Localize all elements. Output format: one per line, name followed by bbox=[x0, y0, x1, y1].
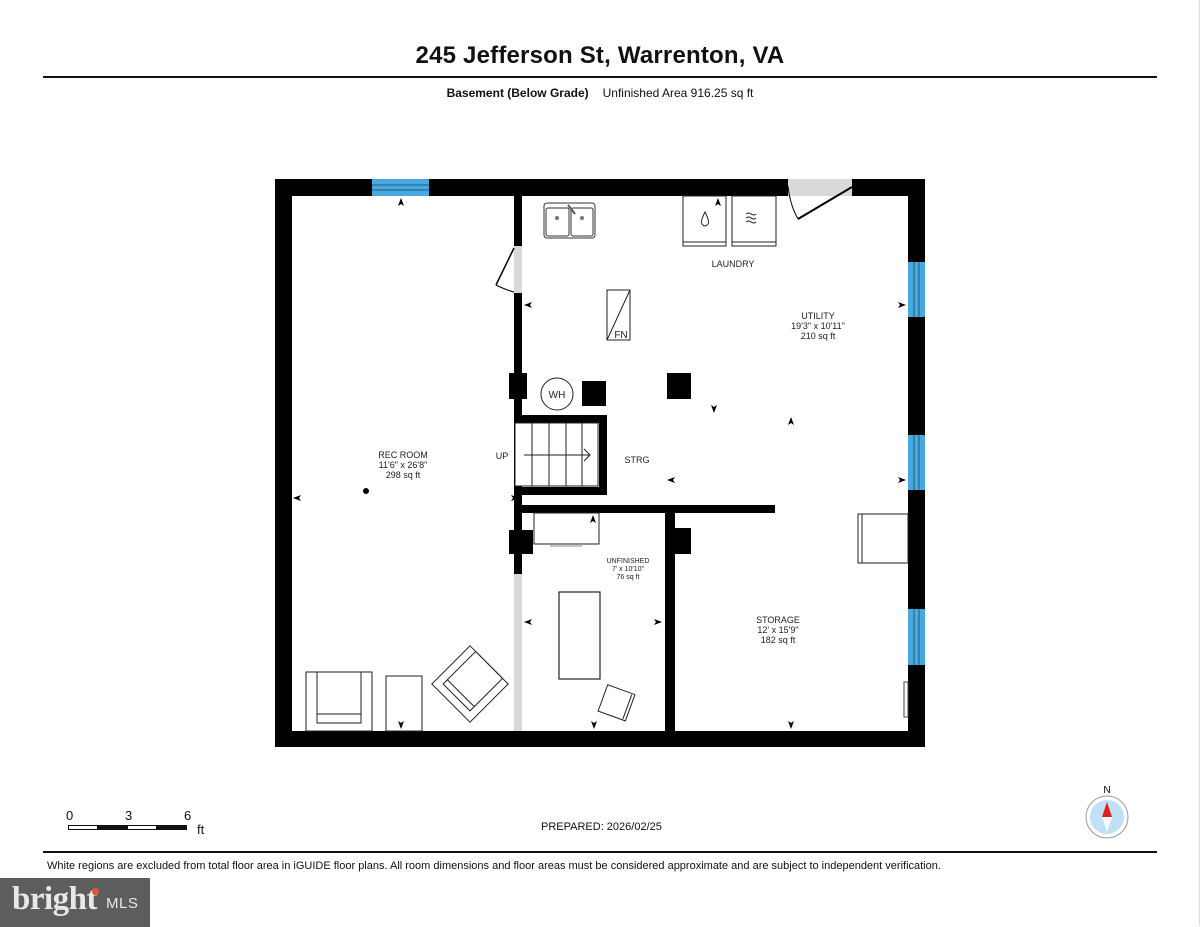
door-swing-rec-utility bbox=[495, 247, 515, 293]
opening-rec-unfinished bbox=[514, 574, 522, 731]
storage-shelf-icon bbox=[857, 513, 909, 564]
svg-text:UNFINISHED: UNFINISHED bbox=[607, 558, 650, 565]
unfinished-table-icon bbox=[558, 591, 601, 680]
scale-unit: ft bbox=[197, 822, 205, 837]
north-compass-icon: N bbox=[1085, 783, 1131, 839]
unfinished-cabinet bbox=[533, 512, 600, 547]
svg-text:11'6" x 26'8": 11'6" x 26'8" bbox=[379, 460, 428, 470]
svg-text:7' x 10'10": 7' x 10'10" bbox=[612, 566, 645, 573]
water-heater-icon bbox=[540, 377, 574, 411]
brand-name: bright bbox=[12, 881, 98, 917]
scale-segment bbox=[156, 825, 187, 830]
property-address-title: 245 Jefferson St, Warrenton, VA bbox=[415, 42, 785, 69]
door-rec-utility bbox=[514, 246, 522, 293]
side-table-icon bbox=[385, 675, 423, 732]
room-label-utility: UTILITY 19'3" x 10'11" 210 sq ft bbox=[791, 311, 845, 341]
prepared-date: PREPARED: 2026/02/25 bbox=[541, 821, 662, 833]
scale-tick-0: 0 bbox=[66, 808, 74, 823]
svg-text:210 sq ft: 210 sq ft bbox=[801, 331, 836, 341]
window-right-utility bbox=[908, 262, 925, 317]
rotated-armchair-icon bbox=[431, 645, 509, 723]
washer-icon bbox=[682, 195, 727, 247]
furnace-icon bbox=[606, 289, 631, 341]
outer-walls bbox=[275, 179, 925, 747]
exterior-door-top-right bbox=[787, 179, 853, 220]
utility-sink-icon bbox=[543, 202, 596, 239]
dryer-icon bbox=[731, 195, 777, 247]
floor-subtitle: Basement (Below Grade) Unfinished Area 91… bbox=[0, 86, 1200, 100]
svg-text:REC ROOM: REC ROOM bbox=[378, 450, 428, 460]
svg-text:298 sq ft: 298 sq ft bbox=[386, 470, 421, 480]
window-right-middle bbox=[908, 435, 925, 490]
scale-segment bbox=[127, 825, 157, 830]
brand-suffix: MLS bbox=[106, 895, 139, 912]
svg-text:19'3" x 10'11": 19'3" x 10'11" bbox=[791, 321, 845, 331]
disclaimer-text: White regions are excluded from total fl… bbox=[47, 860, 941, 872]
footer-rule bbox=[43, 851, 1157, 853]
svg-text:UTILITY: UTILITY bbox=[801, 311, 835, 321]
floor-level-label: Basement (Below Grade) bbox=[446, 86, 589, 100]
compass-north-label: N bbox=[1103, 785, 1110, 796]
strg-label: STRG bbox=[624, 455, 649, 465]
water-heater-label: WH bbox=[549, 390, 566, 401]
unfinished-box-icon bbox=[597, 684, 636, 722]
scale-tick-3: 3 bbox=[125, 808, 133, 823]
svg-text:76 sq ft: 76 sq ft bbox=[617, 574, 640, 581]
svg-text:12' x 15'9": 12' x 15'9" bbox=[757, 625, 798, 635]
view-markers bbox=[293, 198, 906, 729]
scale-tick-6: 6 bbox=[184, 808, 192, 823]
storage-small-item bbox=[903, 681, 909, 718]
area-summary: Unfinished Area 916.25 sq ft bbox=[602, 86, 754, 100]
room-label-unfinished: UNFINISHED 7' x 10'10" 76 sq ft bbox=[607, 558, 650, 581]
svg-text:STORAGE: STORAGE bbox=[756, 615, 800, 625]
stairs-icon bbox=[514, 422, 599, 487]
scale-bar: 0 3 6 ft bbox=[60, 808, 220, 838]
svg-text:182 sq ft: 182 sq ft bbox=[761, 635, 796, 645]
header-rule bbox=[43, 76, 1157, 78]
window-top-rec bbox=[372, 179, 429, 196]
stairs-up-label: UP bbox=[496, 451, 509, 461]
brand-dot-icon bbox=[92, 888, 99, 895]
scale-segment bbox=[97, 825, 128, 830]
window-right-storage bbox=[908, 609, 925, 665]
laundry-label: LAUNDRY bbox=[712, 259, 755, 269]
armchair-icon bbox=[305, 671, 373, 732]
room-label-storage: STORAGE 12' x 15'9" 182 sq ft bbox=[756, 615, 800, 645]
room-label-rec-room: REC ROOM 11'6" x 26'8" 298 sq ft bbox=[378, 450, 428, 480]
furnace-label: FN bbox=[614, 330, 627, 341]
rec-room-light-fixture bbox=[363, 488, 369, 494]
scale-segment bbox=[68, 825, 98, 830]
bright-mls-logo: bright MLS bbox=[0, 878, 150, 927]
